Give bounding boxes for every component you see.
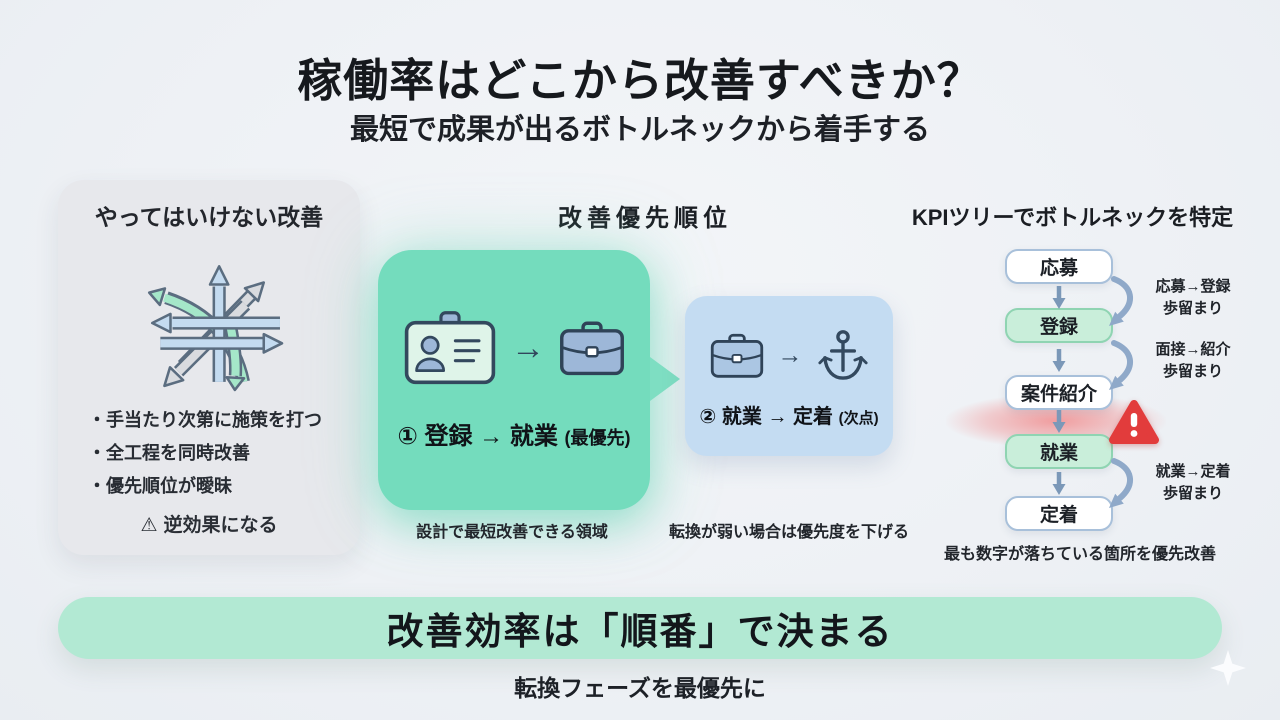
annotation-line2: 歩留まり [1162, 300, 1223, 317]
curved-arrow-icon [1109, 276, 1133, 326]
primary-card-label: ① 登録 → 就業 (最優先) [378, 416, 650, 451]
kpi-node-job-intro: 案件紹介 [1005, 375, 1113, 410]
warning-text: 逆効果になる [163, 515, 278, 536]
page-subtitle: 最短で成果が出るボトルネックから着手する [349, 114, 930, 146]
kpi-annotation-apply-register: 応募→登録 歩留まり [1138, 276, 1248, 320]
kpi-heading: KPIツリーでボトルネックを特定 [911, 205, 1234, 230]
kpi-annotation-employment-retention: 就業→定着 歩留まり [1138, 461, 1248, 505]
secondary-card-caption: 転換が弱い場合は優先度を下げる [668, 524, 909, 541]
tangled-arrows-svg [147, 265, 284, 392]
warning-triangle-icon: ⚠ [140, 515, 158, 536]
arrow-right-icon: → [511, 328, 545, 367]
red-warning-triangle-icon [1108, 399, 1160, 445]
annotation-line2: 歩留まり [1162, 485, 1223, 502]
primary-card-caption: 設計で最短改善できる領域 [416, 524, 608, 541]
page-title: 稼働率はどこから改善すべきか？ [297, 55, 983, 106]
primary-label-text: ① 登録 → 就業 [397, 423, 558, 450]
kpi-node-retention: 定着 [1005, 496, 1113, 531]
arrow-right-icon: → [777, 341, 803, 369]
kpi-node-register: 登録 [1005, 308, 1113, 343]
curved-arrow-icon [1109, 458, 1133, 508]
tangled-arrows-icon [130, 246, 286, 394]
kpi-caption: 最も数字が落ちている箇所を優先改善 [943, 546, 1216, 563]
secondary-label-text: ② 就業 → 定着 [699, 406, 834, 428]
list-item: ・全工程を同時改善 [88, 437, 322, 470]
list-item: ・優先順位が曖昧 [88, 470, 322, 503]
secondary-label-note: (次点) [838, 410, 879, 427]
annotation-line1: 応募→登録 [1155, 278, 1231, 295]
secondary-card-label: ② 就業 → 定着 (次点) [685, 400, 893, 429]
curved-arrow-icon [1109, 340, 1133, 390]
down-arrow-icon [1052, 286, 1066, 309]
annotation-line1: 面接→紹介 [1155, 341, 1231, 358]
conclusion-banner-text: 改善効率は「順番」で決まる [386, 611, 894, 652]
priority-heading: 改善優先順位 [558, 205, 732, 232]
dont-do-heading: やってはいけない改善 [94, 204, 324, 230]
briefcase-icon [560, 321, 624, 376]
bullet-char: ・ [88, 410, 106, 430]
bullet-char: ・ [88, 443, 106, 463]
anchor-icon [817, 330, 868, 380]
bullet-char: ・ [88, 476, 106, 496]
annotation-line2: 歩留まり [1162, 363, 1223, 380]
down-arrow-icon [1052, 349, 1066, 372]
kpi-node-employment: 就業 [1005, 434, 1113, 469]
priority-card-primary: → ① 登録 → 就業 (最優先) [378, 250, 650, 510]
list-item: ・手当たり次第に施策を打つ [88, 404, 322, 437]
kpi-node-apply: 応募 [1005, 249, 1113, 284]
priority-card-secondary: → ② 就業 → 定着 (次点) [685, 296, 893, 456]
down-arrow-icon [1052, 410, 1066, 433]
secondary-card-icons: → [685, 328, 893, 383]
briefcase-icon [710, 333, 763, 378]
id-badge-icon [404, 311, 496, 385]
dont-do-panel: やってはいけない改善 [58, 180, 360, 555]
conclusion-banner: 改善効率は「順番」で決まる [58, 597, 1222, 659]
conclusion-subtext: 転換フェーズを最優先に [514, 675, 766, 701]
kpi-annotation-interview-intro: 面接→紹介 歩留まり [1138, 339, 1248, 383]
list-item-text: 優先順位が曖昧 [106, 476, 232, 496]
priority-connector-triangle-icon [650, 357, 680, 401]
primary-card-icons: → [378, 310, 650, 386]
annotation-line1: 就業→定着 [1155, 463, 1231, 480]
list-item-text: 全工程を同時改善 [106, 443, 250, 463]
list-item-text: 手当たり次第に施策を打つ [106, 410, 322, 430]
backfire-warning: ⚠逆効果になる [58, 510, 360, 537]
down-arrow-icon [1052, 472, 1066, 495]
dont-do-list: ・手当たり次第に施策を打つ ・全工程を同時改善 ・優先順位が曖昧 [88, 404, 322, 503]
primary-label-note: (最優先) [564, 428, 631, 448]
